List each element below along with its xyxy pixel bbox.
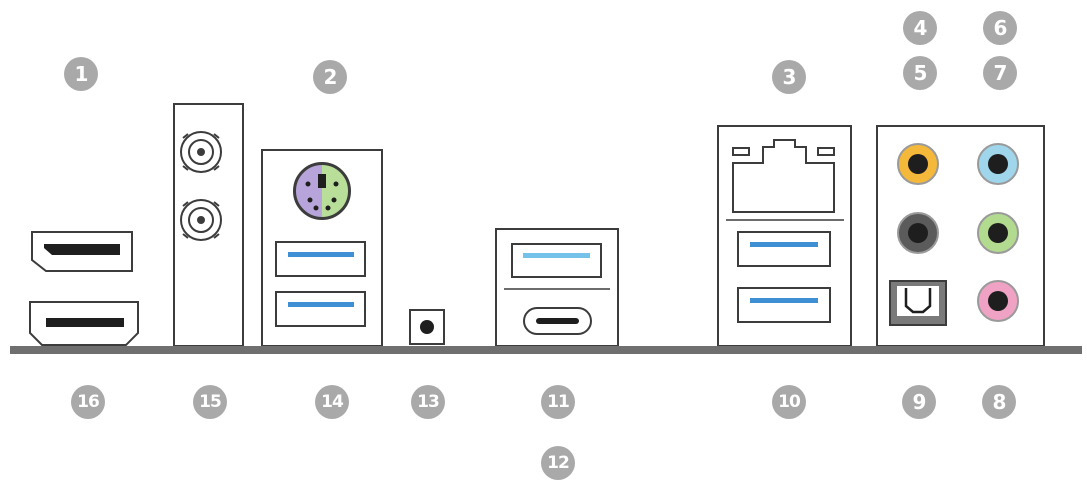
lan-usb-module <box>717 125 852 347</box>
label-14: 14 <box>315 385 349 419</box>
ps2-usb-module <box>261 149 383 347</box>
usb-a-usb-c-module <box>495 228 619 347</box>
usb-a-port <box>275 241 366 277</box>
antenna-module <box>173 103 244 347</box>
label-10: 10 <box>772 385 806 419</box>
label-15: 15 <box>193 385 227 419</box>
usb-a-port <box>737 231 831 267</box>
label-3: 3 <box>772 60 806 94</box>
panel-baseline <box>10 346 1082 354</box>
label-2: 2 <box>313 60 347 94</box>
usb-a-port <box>511 243 602 278</box>
label-8: 8 <box>982 385 1016 419</box>
displayport-port <box>31 231 133 272</box>
audio-jack <box>977 212 1019 254</box>
label-13: 13 <box>411 385 445 419</box>
rj45-lan-port <box>732 139 835 213</box>
audio-jack <box>897 143 939 185</box>
audio-module <box>876 125 1045 347</box>
antenna-connector <box>180 131 222 173</box>
label-11: 11 <box>541 385 575 419</box>
usb-c-port <box>523 307 592 335</box>
usb-a-port <box>275 291 366 327</box>
label-9: 9 <box>902 385 936 419</box>
audio-jack <box>977 280 1019 322</box>
label-5: 5 <box>903 56 937 90</box>
label-1: 1 <box>64 57 98 91</box>
label-12: 12 <box>541 446 575 480</box>
audio-jack <box>977 143 1019 185</box>
optical-spdif-port <box>889 280 947 326</box>
usb-a-port <box>737 287 831 323</box>
audio-jack <box>897 212 939 254</box>
antenna-connector <box>180 199 222 241</box>
ps2-port <box>293 162 351 220</box>
label-6: 6 <box>983 11 1017 45</box>
label-4: 4 <box>903 11 937 45</box>
reset-button <box>409 309 445 345</box>
label-16: 16 <box>71 385 105 419</box>
hdmi-port <box>29 301 139 346</box>
label-7: 7 <box>983 56 1017 90</box>
